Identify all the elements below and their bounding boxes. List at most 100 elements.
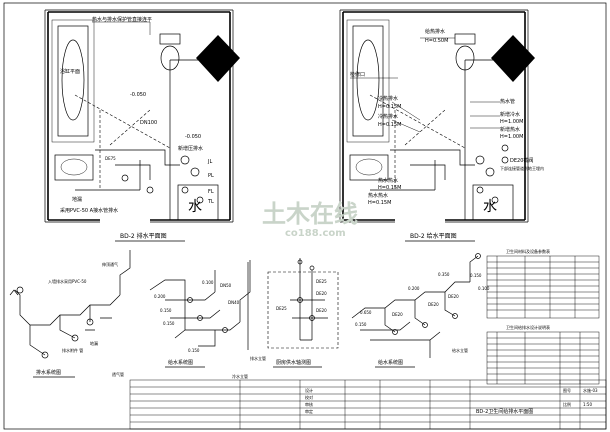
supply-plan: 水 给热排水 H=0.50M 检修口 冷热排水 H=0.15M 冷热排水 H=0… bbox=[339, 9, 544, 242]
riser-tl bbox=[196, 196, 204, 204]
heater-label: 热水管 bbox=[500, 98, 515, 105]
drain-system-diagram: 入墙排水采用PVC-50 伸顶通气 排水附件 管 地漏 透气管 排水系统图 bbox=[9, 250, 131, 378]
sheet-label: 图号 bbox=[563, 387, 571, 393]
floor-drain-sys: 地漏 bbox=[90, 340, 98, 346]
jl-label: JL bbox=[207, 159, 212, 165]
de-5: DE20 bbox=[428, 302, 439, 307]
note-top: 热水与排水保护管直接连平 bbox=[92, 16, 152, 23]
hot-head-elev: H=0.15M bbox=[378, 185, 401, 191]
drain-plan: 水 热水与排水保护管直接连平 浴缸平面 地漏 采用PVC-50 A接水管排水 -… bbox=[44, 9, 240, 242]
shaft-block bbox=[491, 35, 535, 82]
hot-head-label: 热水热水 bbox=[378, 177, 398, 184]
water-box bbox=[177, 184, 219, 221]
equipment-table: 卫生间给排水设计说明表 bbox=[486, 324, 600, 385]
elev-2: 0.150 bbox=[160, 308, 172, 313]
vent-label: 透气管 bbox=[112, 371, 124, 377]
title-block: 设计 校对 审核 审定 BD-2卫生间给排水平面图 图号 水施-03 比例 1:… bbox=[130, 380, 606, 429]
de-4: DE20 bbox=[392, 312, 403, 317]
toilet-bowl bbox=[455, 45, 475, 71]
new-hot-label: 新增热水 bbox=[500, 126, 520, 133]
stamp-review: 审核 bbox=[305, 401, 313, 407]
materials-table: 卫生间材料及设备参数表 bbox=[486, 248, 600, 319]
elev-5: 0.150 bbox=[470, 273, 482, 278]
shaft-block bbox=[196, 35, 240, 82]
watermark-sub: co188.com bbox=[285, 228, 346, 239]
water-box-label: 水 bbox=[188, 199, 202, 215]
stamp-approve: 审定 bbox=[305, 408, 313, 414]
new-hot-elev: H=1.00M bbox=[500, 134, 523, 140]
drawing-name: BD-2卫生间给排水平面图 bbox=[476, 408, 533, 415]
supply-plan-title: BD-2 给水平面图 bbox=[410, 232, 457, 240]
de20-note: 下部连接管道到地王埋内 bbox=[500, 165, 544, 171]
pipe-dn: DN100 bbox=[140, 120, 157, 126]
washbasin bbox=[54, 154, 94, 181]
drain-system-title: 排水系统图 bbox=[36, 369, 61, 376]
cold2-elev: H=0.15M bbox=[378, 122, 401, 128]
elev-1: 0.200 bbox=[154, 294, 166, 299]
elev-9: 0.650 bbox=[360, 310, 372, 315]
toilet-bowl bbox=[160, 45, 180, 71]
valve-label: 检修口 bbox=[350, 71, 365, 78]
de-6: DE20 bbox=[448, 294, 459, 299]
bathtub-outline bbox=[352, 25, 384, 137]
dim-a: -0.050 bbox=[130, 92, 146, 98]
de-1: DE20 bbox=[316, 291, 327, 296]
stamp-check: 校对 bbox=[305, 394, 313, 400]
riser-pl bbox=[190, 167, 200, 177]
watermark: 土木在线 co188.com bbox=[262, 200, 358, 239]
title-block-frame bbox=[129, 379, 607, 430]
riser-jl bbox=[180, 155, 190, 165]
de20-label: DE20截阀 bbox=[510, 157, 533, 164]
fl-label: FL bbox=[208, 189, 214, 195]
dim-b: -0.050 bbox=[185, 134, 201, 140]
cold2-label: 冷热排水 bbox=[378, 113, 398, 120]
floor-drain-label: 地漏 bbox=[72, 196, 82, 203]
de-0: DE25 bbox=[316, 279, 327, 284]
riser-detail-frame bbox=[267, 271, 339, 349]
elev-7: 0.200 bbox=[408, 286, 420, 291]
cold-head-label: 热水热水 bbox=[368, 192, 388, 199]
water-box bbox=[472, 184, 514, 221]
elev-10: 0.150 bbox=[355, 322, 367, 327]
pl-label: PL bbox=[208, 173, 214, 179]
de-3: DE25 bbox=[276, 306, 287, 311]
supply-tag: 给水立管 bbox=[452, 347, 468, 353]
cold-riser-label: 冷水立管 bbox=[232, 373, 248, 379]
bathtub-basin bbox=[61, 39, 85, 121]
scale-label: 比例 bbox=[563, 401, 571, 407]
water-box-label: 水 bbox=[483, 199, 497, 215]
watermark-main: 土木在线 bbox=[262, 200, 358, 228]
pipe-note: 排水附件 管 bbox=[62, 347, 83, 353]
ventilation-label: 伸顶通气 bbox=[102, 261, 118, 267]
supply-system-2-title: 给水系统图 bbox=[378, 359, 403, 366]
cold1-elev: H=0.15M bbox=[378, 104, 401, 110]
toilet-tank bbox=[454, 33, 476, 45]
scale-value: 1:50 bbox=[583, 402, 592, 407]
riser-detail-title: 厨房供水轴测图 bbox=[276, 359, 311, 366]
materials-title: 卫生间材料及设备参数表 bbox=[506, 248, 550, 254]
dn-0: DN50 bbox=[220, 283, 232, 288]
tl-label: TL bbox=[207, 199, 214, 205]
supply-system-diagram-1: 0.100 0.200 0.150 0.150 0.150 DN50 DN40 … bbox=[149, 260, 266, 379]
de-label: DE75 bbox=[105, 156, 116, 161]
riser-label: 排水立管 bbox=[250, 355, 266, 361]
pvc-note: 入墙排水采用PVC-50 bbox=[48, 278, 87, 284]
washbasin bbox=[349, 154, 389, 181]
new-vent-label: 新增压排水 bbox=[178, 145, 203, 152]
elev-3: 0.150 bbox=[163, 321, 175, 326]
pipe-note-label: 采用PVC-50 A接水管排水 bbox=[60, 207, 118, 214]
hot-elev-label: H=0.50M bbox=[425, 38, 448, 44]
hot-supply-label: 给热排水 bbox=[425, 28, 445, 35]
elev-6: 0.100 bbox=[478, 286, 490, 291]
drain-plan-title: BD-2 排水平面图 bbox=[120, 232, 167, 240]
cold1-label: 冷热排水 bbox=[378, 95, 398, 102]
elev-4: 0.150 bbox=[188, 348, 200, 353]
new-cold-label: 新增冷水 bbox=[500, 111, 520, 118]
stamp-design: 设计 bbox=[305, 387, 313, 393]
elev-0: 0.100 bbox=[202, 280, 214, 285]
equipment-title: 卫生间给排水设计说明表 bbox=[506, 324, 550, 330]
bathtub-label: 浴缸平面 bbox=[60, 68, 80, 75]
new-cold-elev: H=1.00M bbox=[500, 119, 523, 125]
toilet-tank bbox=[159, 33, 181, 45]
